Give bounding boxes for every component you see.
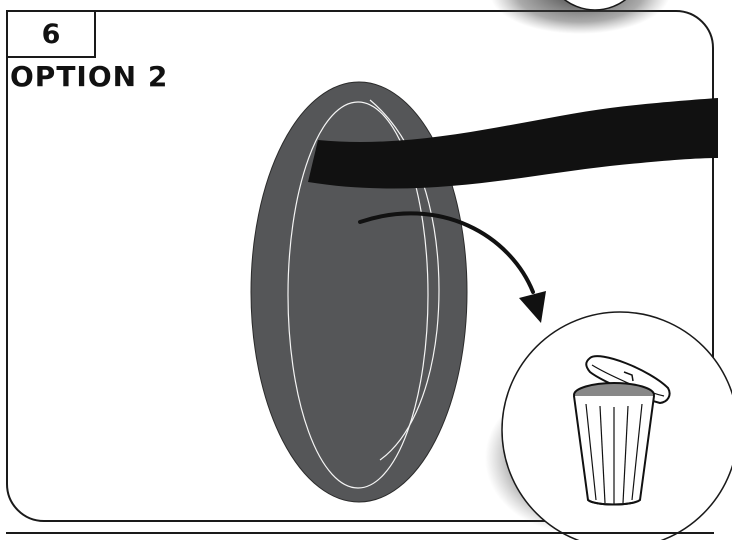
curved-arrow-icon [358, 211, 546, 323]
top-callout-circle [491, 0, 669, 34]
adhesive-strap [308, 98, 718, 189]
step-frame [6, 10, 714, 522]
step-number: 6 [6, 10, 96, 58]
trash-can-icon [573, 355, 671, 506]
option-title: OPTION 2 [10, 60, 169, 93]
next-panel-edge [6, 532, 714, 540]
